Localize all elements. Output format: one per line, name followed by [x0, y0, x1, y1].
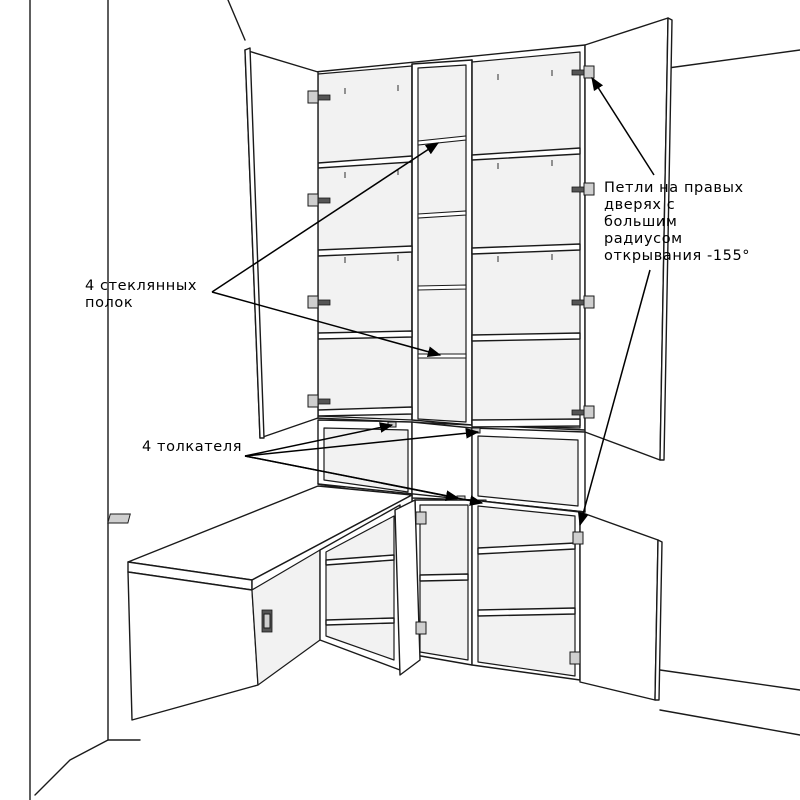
upper-hinges [307, 65, 595, 419]
glass-shelves-label: 4 стеклянных полок [85, 278, 197, 312]
pushers-line-1: 4 толкателя [142, 439, 243, 455]
shelf-pins [344, 70, 553, 263]
hinges-label: Петли на правых дверях с большим радиусо… [604, 180, 750, 265]
hinge-leaders [578, 76, 655, 527]
room-walls [29, 0, 800, 800]
pushers-label: 4 толкателя [142, 439, 242, 456]
hinges-line-5: открывания -155° [604, 248, 751, 264]
upper-right-door [584, 17, 673, 461]
glass-shelves-line-1: 4 стеклянных [85, 278, 198, 294]
hinges-line-2: дверях с [604, 197, 676, 213]
upper-cabinet [314, 44, 586, 431]
glass-shelves-line-2: полок [85, 295, 134, 311]
hinges-line-1: Петли на правых [604, 180, 744, 196]
desk [107, 485, 413, 721]
lower-cabinet [319, 499, 663, 701]
hinges-line-4: радиусом [604, 231, 683, 247]
pusher-leaders [244, 422, 484, 506]
upper-left-door [244, 47, 319, 439]
shelf-leaders [211, 142, 442, 357]
hinges-line-3: большим [604, 214, 678, 230]
